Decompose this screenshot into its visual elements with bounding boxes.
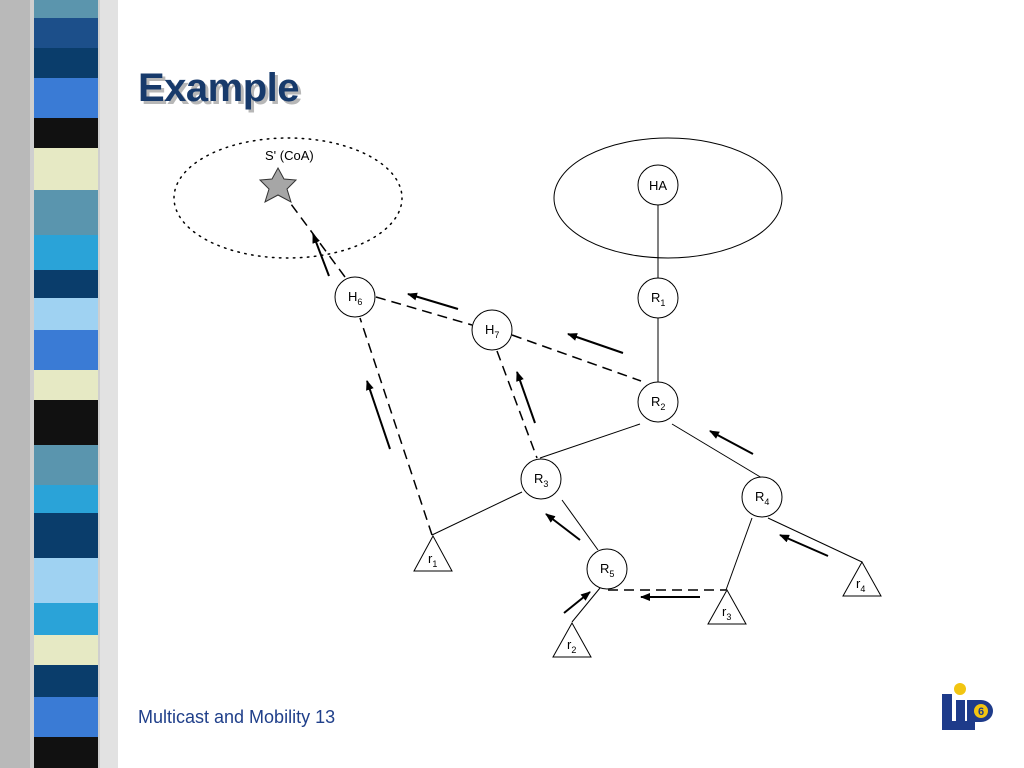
link-r4-r4 xyxy=(767,517,863,563)
node-r5-sub: 5 xyxy=(609,569,614,579)
svg-text:R5: R5 xyxy=(600,561,614,579)
node-ha: HA xyxy=(637,164,679,206)
dash-h6-h7 xyxy=(375,296,473,326)
receiver-r1: r1 xyxy=(413,534,453,572)
node-r3: R3 xyxy=(520,458,562,500)
source-star-icon xyxy=(258,166,298,204)
node-r5-label: R xyxy=(600,561,609,576)
node-ha-label: HA xyxy=(649,178,667,193)
arrow-r4recv-to-r4 xyxy=(779,534,829,557)
svg-text:r1: r1 xyxy=(428,551,437,569)
link-r2-r4 xyxy=(671,423,763,479)
node-r3-label: R xyxy=(534,471,543,486)
link-r2-r3 xyxy=(539,423,641,459)
receiver-r2: r2 xyxy=(552,621,592,658)
svg-text:R4: R4 xyxy=(755,489,769,507)
link-r3-r5 xyxy=(561,499,599,551)
svg-text:H6: H6 xyxy=(348,289,362,307)
dash-h6-source xyxy=(287,199,346,278)
slide-title: Example xyxy=(138,66,300,110)
node-h7: H7 xyxy=(471,309,513,351)
node-h6: H6 xyxy=(334,276,376,318)
receiver-r1-label: r xyxy=(428,551,433,566)
dash-h7-r3 xyxy=(496,350,538,459)
node-h7-label: H xyxy=(485,322,494,337)
lip6-logo: 6 xyxy=(942,683,993,730)
arrow-h7-to-h6 xyxy=(407,292,459,310)
receiver-r3-label: r xyxy=(722,604,727,619)
svg-text:HA: HA xyxy=(649,178,667,193)
svg-text:r4: r4 xyxy=(856,576,865,594)
node-r5: R5 xyxy=(586,548,628,590)
svg-text:R3: R3 xyxy=(534,471,548,489)
source-label: S' (CoA) xyxy=(265,148,314,163)
dashed-links xyxy=(287,199,726,591)
node-r4-sub: 4 xyxy=(764,497,769,507)
receiver-r4-sub: 4 xyxy=(860,584,865,594)
node-r2-sub: 2 xyxy=(660,402,665,412)
arrow-r2recv-to-r5 xyxy=(563,591,591,614)
arrow-r2-to-h7 xyxy=(567,333,624,354)
receiver-r3: r3 xyxy=(707,588,747,625)
home-network-ellipse xyxy=(553,137,783,259)
link-r4-r3 xyxy=(725,517,753,591)
node-h6-label: H xyxy=(348,289,357,304)
svg-text:R2: R2 xyxy=(651,394,665,412)
node-h7-sub: 7 xyxy=(494,330,499,340)
node-r4: R4 xyxy=(741,476,783,518)
arrow-r5-to-r3 xyxy=(545,513,581,541)
node-r1-sub: 1 xyxy=(660,298,665,308)
svg-text:r2: r2 xyxy=(567,637,576,655)
svg-text:6: 6 xyxy=(978,706,984,718)
link-r3-r1 xyxy=(431,491,523,536)
receiver-r4: r4 xyxy=(842,560,882,597)
dash-h7-r2 xyxy=(511,334,642,382)
solid-links xyxy=(431,205,863,623)
svg-text:r3: r3 xyxy=(722,604,731,622)
arrow-to-source xyxy=(312,233,330,277)
svg-text:H7: H7 xyxy=(485,322,499,340)
receiver-r4-label: r xyxy=(856,576,861,591)
svg-text:R1: R1 xyxy=(651,290,665,308)
node-h6-sub: 6 xyxy=(357,297,362,307)
node-r2-label: R xyxy=(651,394,660,409)
node-r2: R2 xyxy=(637,381,679,423)
decorative-left-strip xyxy=(0,0,118,768)
source-area-ellipse xyxy=(173,137,403,259)
strip-blocks xyxy=(34,0,98,768)
receiver-r3-sub: 3 xyxy=(726,612,731,622)
arrow-r3-to-h7 xyxy=(516,371,536,424)
node-r1-label: R xyxy=(651,290,660,305)
node-r4-label: R xyxy=(755,489,764,504)
receiver-r1-sub: 1 xyxy=(432,559,437,569)
link-r5-r2 xyxy=(571,587,601,623)
arrow-r4-to-r2 xyxy=(709,430,754,455)
receiver-r2-sub: 2 xyxy=(571,645,576,655)
dash-r1-h6 xyxy=(359,317,433,536)
slide-footer: Multicast and Mobility 13 xyxy=(138,707,336,727)
direction-arrows xyxy=(312,233,829,614)
receiver-r2-label: r xyxy=(567,637,572,652)
node-r1: R1 xyxy=(637,277,679,319)
node-r3-sub: 3 xyxy=(543,479,548,489)
arrow-to-h6-left xyxy=(366,380,391,450)
